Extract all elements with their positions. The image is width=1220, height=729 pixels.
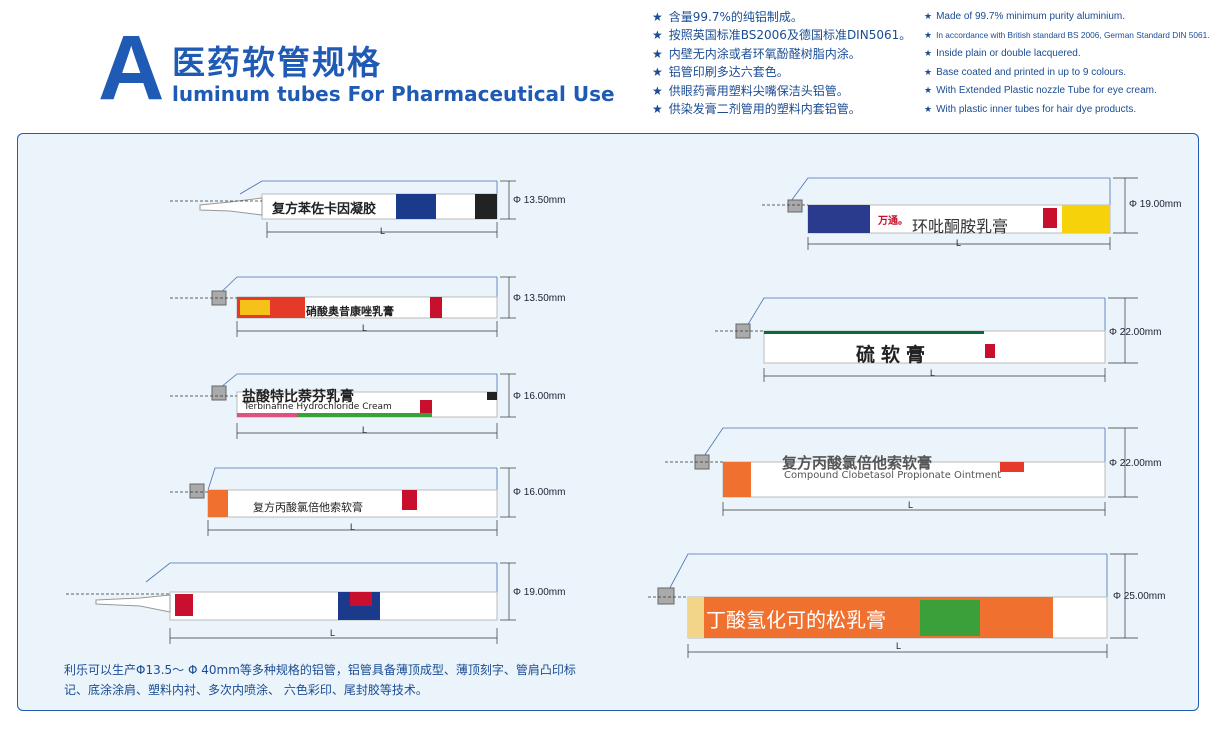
page-title-en: luminum tubes For Pharmaceutical Use bbox=[172, 82, 615, 106]
star-icon: ★ bbox=[652, 101, 663, 116]
tube-6-diameter: Φ 19.00mm bbox=[1129, 199, 1182, 210]
tube-4-diameter: Φ 16.00mm bbox=[513, 487, 566, 498]
tube-7-length: L bbox=[930, 368, 936, 378]
feature-cn-item: ★含量99.7%的纯铝制成。 bbox=[652, 10, 803, 24]
feature-en-item: ★Inside plain or double lacquered. bbox=[924, 48, 1081, 60]
star-icon: ★ bbox=[924, 48, 933, 59]
features-en-list: ★Made of 99.7% minimum purity aluminium.… bbox=[924, 7, 1210, 119]
star-icon: ★ bbox=[652, 28, 663, 43]
bottom-note: 利乐可以生产Φ13.5～ Φ 40mm等多种规格的铝管，铝管具备薄顶成型、薄顶刻… bbox=[64, 663, 576, 697]
tube-6-label: 环吡酮胺乳膏 bbox=[912, 217, 1009, 236]
tube-1-label: 复方苯佐卡因凝胶 bbox=[272, 202, 377, 217]
tube-3-diameter: Φ 16.00mm bbox=[513, 391, 566, 402]
tube-8-diameter: Φ 22.00mm bbox=[1109, 458, 1162, 469]
tube-4-label: 复方丙酸氯倍他索软膏 bbox=[253, 501, 363, 514]
feature-en-item: ★Base coated and printed in up to 9 colo… bbox=[924, 66, 1127, 78]
tube-5-length: L bbox=[330, 628, 336, 638]
tube-2-length: L bbox=[362, 323, 368, 333]
tube-5-diameter: Φ 19.00mm bbox=[513, 587, 566, 598]
tube-3-label: 盐酸特比萘芬乳膏 bbox=[242, 389, 354, 405]
feature-en-item: ★With Extended Plastic nozzle Tube for e… bbox=[924, 85, 1157, 97]
tube-1-diameter: Φ 13.50mm bbox=[513, 195, 566, 206]
star-icon: ★ bbox=[924, 29, 933, 40]
star-icon: ★ bbox=[652, 46, 663, 61]
star-icon: ★ bbox=[652, 83, 663, 98]
feature-en-item: ★Made of 99.7% minimum purity aluminium. bbox=[924, 11, 1126, 22]
star-icon: ★ bbox=[924, 103, 933, 114]
tube-8-length: L bbox=[908, 500, 914, 510]
feature-cn-item: ★供眼药膏用塑料尖嘴保洁头铝管。 bbox=[652, 83, 849, 98]
star-icon: ★ bbox=[924, 11, 933, 21]
feature-cn-item: ★供染发膏二剂管用的塑料内套铝管。 bbox=[652, 101, 861, 116]
tube-8-label: 复方丙酸氯倍他索软膏 bbox=[782, 454, 933, 472]
tube-9-length: L bbox=[896, 641, 902, 651]
feature-cn-item: ★内壁无内涂或者环氧酚醛树脂内涂。 bbox=[652, 46, 861, 61]
feature-cn-item: ★铝管印刷多达六套色。 bbox=[652, 65, 789, 80]
star-icon: ★ bbox=[924, 66, 933, 77]
tube-9-diameter: Φ 25.00mm bbox=[1113, 591, 1166, 602]
tube-1-length: L bbox=[380, 226, 386, 236]
star-icon: ★ bbox=[652, 65, 663, 80]
tube-specs-panel bbox=[17, 133, 1199, 711]
page-title-cn: 医药软管规格 bbox=[172, 43, 382, 82]
tube-6-length: L bbox=[956, 238, 962, 248]
header-letter-a: A bbox=[98, 17, 165, 119]
feature-cn-item: ★按照英国标准BS2006及德国标准DIN5061。 bbox=[652, 28, 912, 43]
star-icon: ★ bbox=[652, 10, 663, 24]
tube-9-label: 丁酸氢化可的松乳膏 bbox=[706, 608, 886, 632]
feature-en-item: ★In accordance with British standard BS … bbox=[924, 29, 1210, 40]
tube-2-diameter: Φ 13.50mm bbox=[513, 293, 566, 304]
tube-4-length: L bbox=[350, 522, 356, 532]
features-cn-list: ★含量99.7%的纯铝制成。 ★按照英国标准BS2006及德国标准DIN5061… bbox=[652, 8, 911, 118]
tube-6-brand: 万通。 bbox=[878, 216, 908, 227]
tube-3-length: L bbox=[362, 425, 368, 435]
tube-2-label: 硝酸奥昔康唑乳膏 bbox=[306, 305, 394, 318]
tube-8-sublabel: Compound Clobetasol Propionate Ointment bbox=[784, 470, 1002, 481]
tube-7-label: 硫软膏 bbox=[856, 344, 932, 366]
feature-en-item: ★With plastic inner tubes for hair dye p… bbox=[924, 103, 1137, 115]
star-icon: ★ bbox=[924, 85, 933, 96]
tube-7-diameter: Φ 22.00mm bbox=[1109, 327, 1162, 338]
tube-3-sublabel: Terbinafine Hydrochloride Cream bbox=[244, 402, 392, 412]
